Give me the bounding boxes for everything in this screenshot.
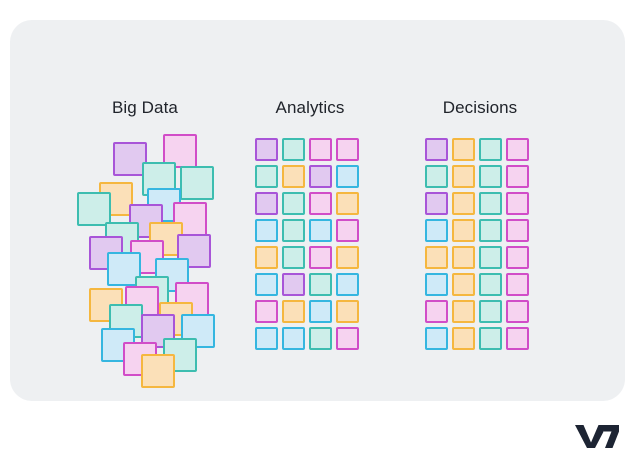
data-square (282, 192, 305, 215)
data-square (452, 273, 475, 296)
data-square (425, 246, 448, 269)
data-square (282, 246, 305, 269)
data-square (479, 165, 502, 188)
data-square (180, 166, 214, 200)
data-square (506, 219, 529, 242)
data-square (452, 300, 475, 323)
data-square (506, 327, 529, 350)
data-square (309, 165, 332, 188)
data-square (77, 192, 111, 226)
data-square (336, 300, 359, 323)
data-square (336, 165, 359, 188)
data-square (479, 300, 502, 323)
data-square (113, 142, 147, 176)
data-square (309, 327, 332, 350)
data-square (255, 165, 278, 188)
data-square (506, 300, 529, 323)
data-square (309, 300, 332, 323)
data-square (141, 354, 175, 388)
v7-logo (574, 419, 620, 453)
data-square (336, 327, 359, 350)
data-square (282, 327, 305, 350)
big-data-scatter-panel (77, 130, 215, 388)
data-square (282, 219, 305, 242)
data-square (479, 192, 502, 215)
data-square (309, 192, 332, 215)
data-square (255, 192, 278, 215)
data-square (336, 273, 359, 296)
data-square (282, 300, 305, 323)
data-square (425, 138, 448, 161)
data-square (506, 138, 529, 161)
column-title-big-data: Big Data (111, 98, 178, 117)
data-square (309, 138, 332, 161)
data-square (506, 192, 529, 215)
data-square (255, 219, 278, 242)
data-square (479, 327, 502, 350)
column-title-decisions: Decisions (442, 98, 518, 117)
data-square (506, 273, 529, 296)
data-square (255, 273, 278, 296)
data-square (425, 273, 448, 296)
data-square (255, 300, 278, 323)
data-square (282, 165, 305, 188)
data-square (479, 246, 502, 269)
data-square (309, 219, 332, 242)
data-square (452, 192, 475, 215)
data-square (479, 273, 502, 296)
data-square (425, 192, 448, 215)
data-square (336, 192, 359, 215)
data-square (452, 219, 475, 242)
data-square (506, 246, 529, 269)
decisions-grid-panel (425, 138, 537, 353)
data-square (425, 165, 448, 188)
data-square (452, 138, 475, 161)
data-square (336, 138, 359, 161)
column-title-analytics: Analytics (275, 98, 345, 117)
data-square (255, 246, 278, 269)
data-square (282, 273, 305, 296)
data-square (425, 300, 448, 323)
data-square (336, 219, 359, 242)
data-square (479, 138, 502, 161)
data-square (282, 138, 305, 161)
data-square (506, 165, 529, 188)
analytics-grid-panel (255, 138, 367, 353)
data-square (336, 246, 359, 269)
data-square (425, 219, 448, 242)
data-square (255, 327, 278, 350)
data-square (309, 273, 332, 296)
data-square (479, 219, 502, 242)
data-square (173, 202, 207, 236)
data-square (452, 246, 475, 269)
data-square (452, 327, 475, 350)
data-square (425, 327, 448, 350)
data-square (309, 246, 332, 269)
data-square (255, 138, 278, 161)
data-square (452, 165, 475, 188)
